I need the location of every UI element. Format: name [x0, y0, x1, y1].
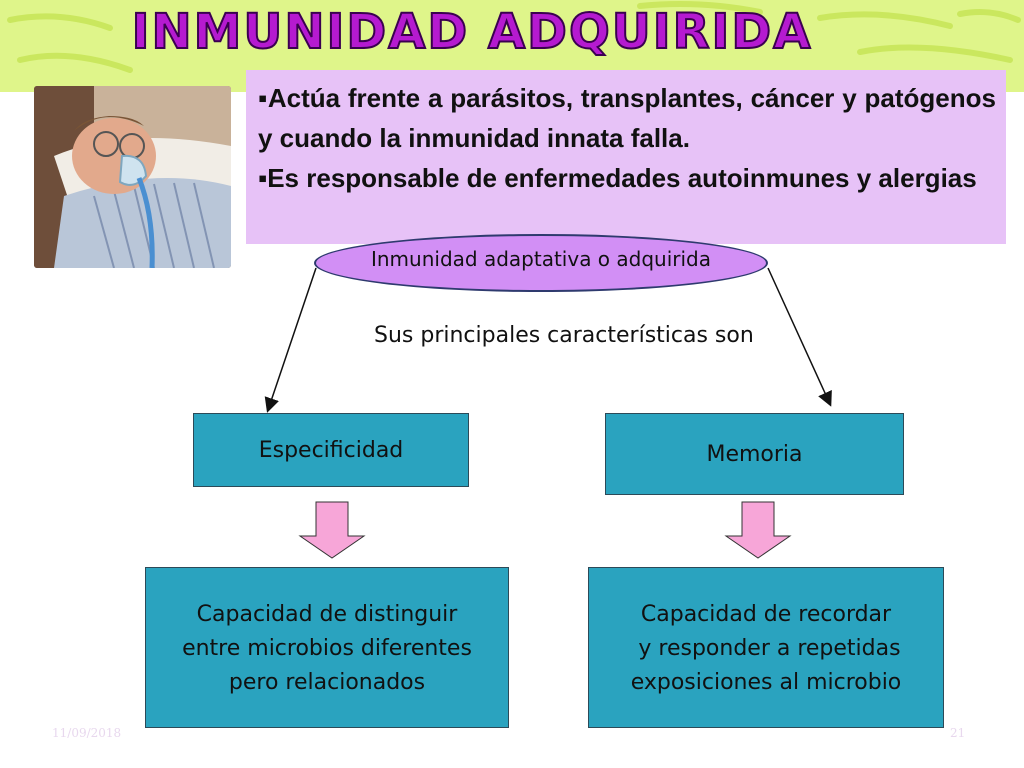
description-line: exposiciones al microbio — [630, 670, 902, 695]
root-label: Inmunidad adaptativa o adquirida — [370, 247, 712, 271]
footer-page-number: 21 — [950, 726, 966, 740]
memoria-label: Memoria — [706, 442, 803, 467]
especificidad-box: Especificidad — [193, 413, 469, 487]
patient-photo — [34, 86, 231, 268]
bullet-item: ▪Actúa frente a parásitos, transplantes,… — [258, 83, 996, 153]
especificidad-label: Especificidad — [258, 438, 404, 463]
description-line: entre microbios diferentes — [182, 636, 472, 661]
memoria-description-box: Capacidad de recordar y responder a repe… — [588, 567, 944, 728]
memoria-box: Memoria — [605, 413, 904, 495]
bullet-box: ▪Actúa frente a parásitos, transplantes,… — [246, 70, 1006, 244]
bullet-item: ▪Es responsable de enfermedades autoinmu… — [258, 163, 977, 193]
description-line: pero relacionados — [228, 670, 426, 695]
footer-date: 11/09/2018 — [52, 726, 122, 740]
decorative-brush-strokes — [7, 1, 1021, 73]
arrow-left-connector — [264, 267, 317, 413]
description-line: Capacidad de distinguir — [196, 602, 458, 627]
root-oval: Inmunidad adaptativa o adquirida — [314, 234, 768, 292]
diagram-subtitle: Sus principales características son — [374, 323, 754, 348]
description-line: Capacidad de recordar — [640, 602, 892, 627]
especificidad-description-box: Capacidad de distinguir entre microbios … — [145, 567, 509, 728]
arrow-right-connector — [767, 267, 832, 407]
down-arrow-left — [298, 501, 366, 559]
down-arrow-right — [724, 501, 792, 559]
description-line: y responder a repetidas — [631, 636, 901, 661]
slide-title: INMUNIDAD ADQUIRIDA — [131, 3, 813, 61]
